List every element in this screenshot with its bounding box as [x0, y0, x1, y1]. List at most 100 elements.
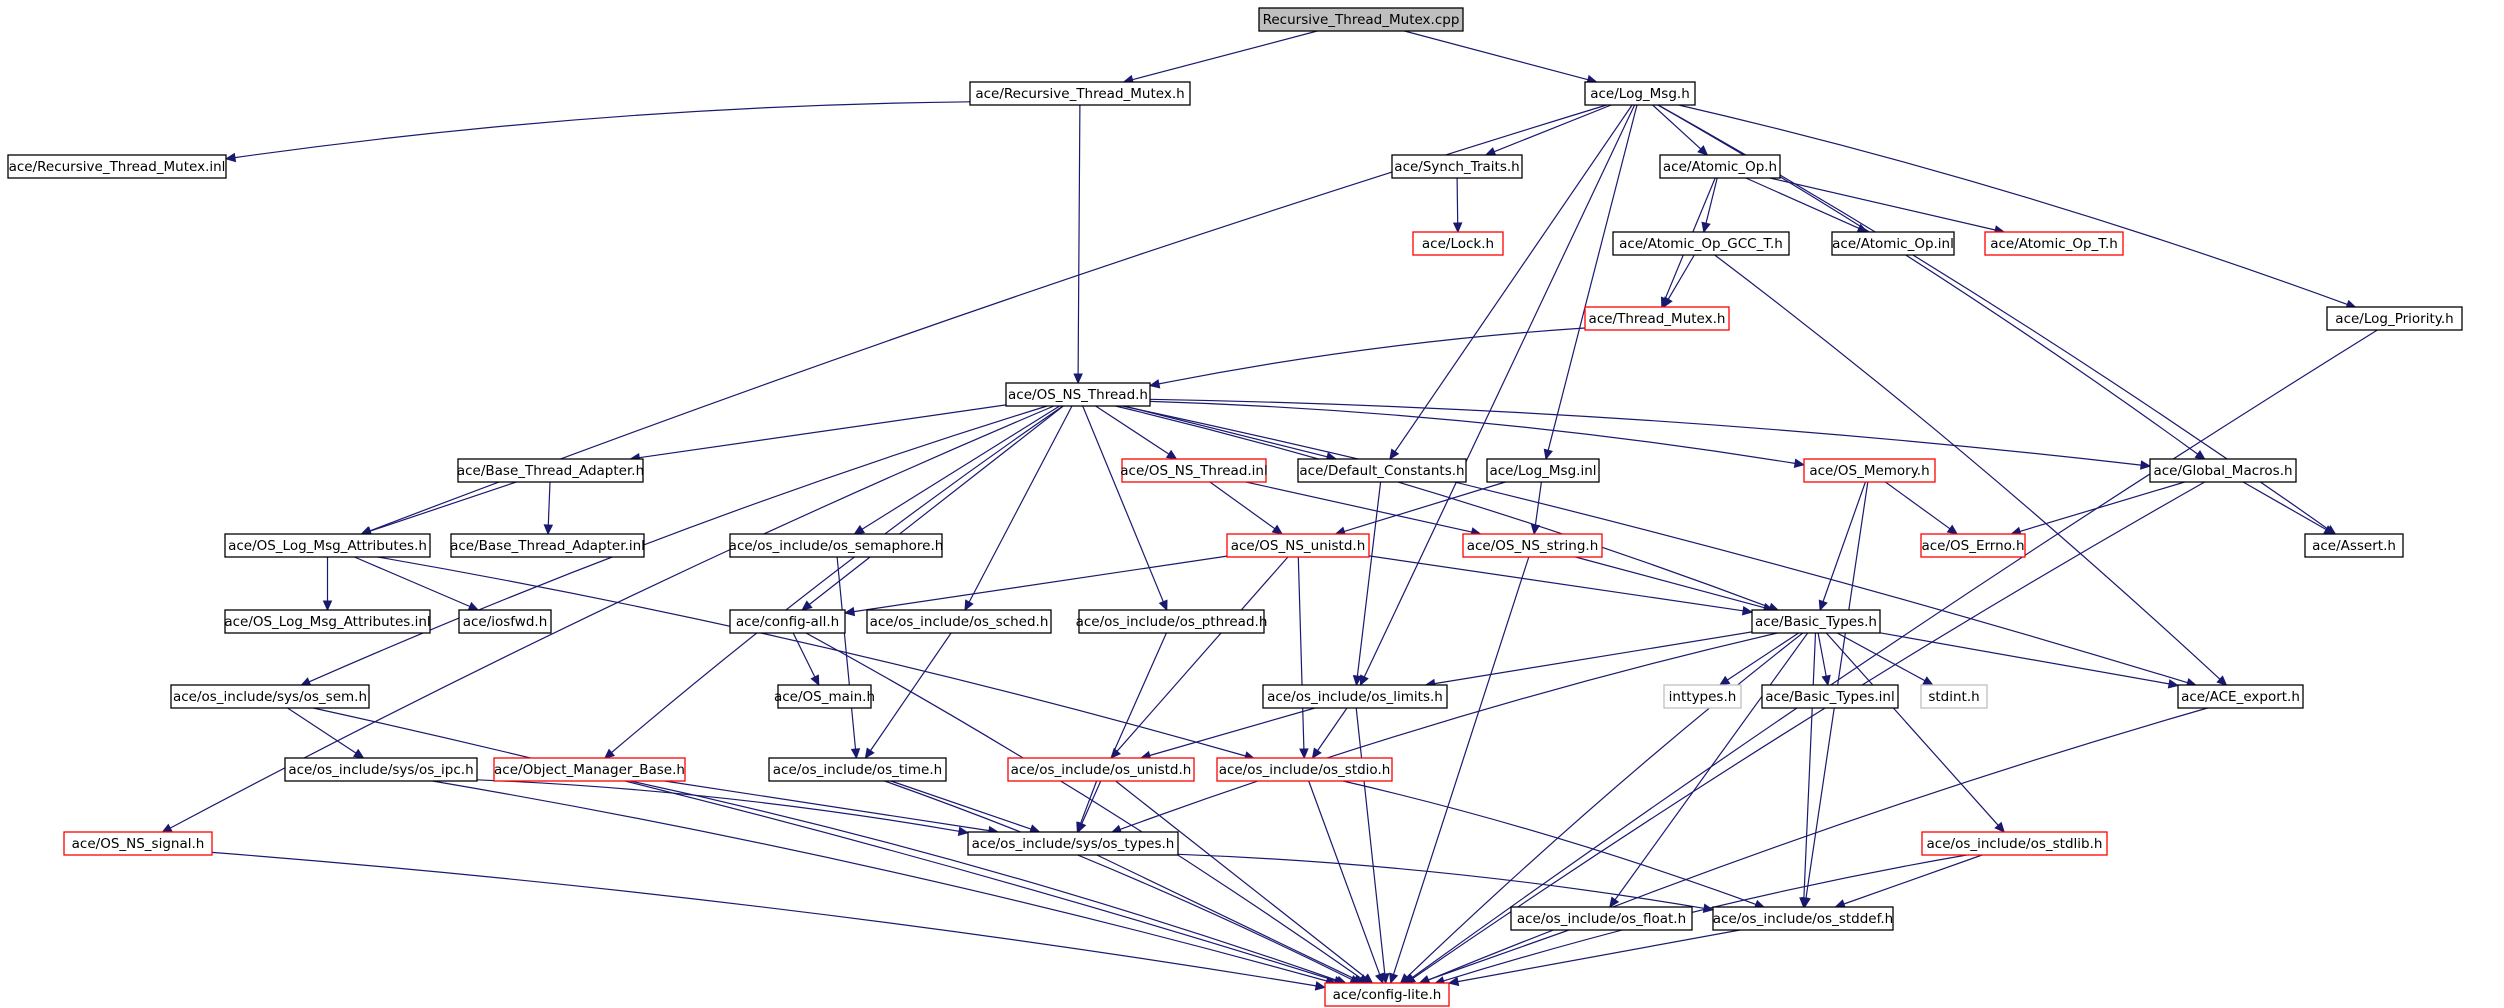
node-os_time[interactable]: ace/os_include/os_time.h — [768, 757, 947, 782]
arrowhead-basic_types-to-os_stdlib — [1994, 821, 2006, 833]
arrowhead-os_log_msg_attr-to-iosfwd — [467, 601, 480, 611]
node-os_ipc[interactable]: ace/os_include/sys/os_ipc.h — [284, 757, 478, 782]
node-os_log_msg_attr[interactable]: ace/OS_Log_Msg_Attributes.h — [224, 533, 431, 558]
node-log_priority[interactable]: ace/Log_Priority.h — [2326, 306, 2463, 331]
node-os_stdlib[interactable]: ace/os_include/os_stdlib.h — [1921, 831, 2108, 856]
node-os_ns_thread[interactable]: ace/OS_NS_Thread.h — [1005, 382, 1151, 407]
node-synch_traits[interactable]: ace/Synch_Traits.h — [1391, 154, 1523, 179]
node-label-thread_mutex: ace/Thread_Mutex.h — [1589, 311, 1726, 327]
node-rtm_h[interactable]: ace/Recursive_Thread_Mutex.h — [969, 81, 1191, 106]
node-global_macros[interactable]: ace/Global_Macros.h — [2149, 458, 2297, 483]
node-config_lite[interactable]: ace/config-lite.h — [1324, 982, 1450, 1007]
node-base_ta[interactable]: ace/Base_Thread_Adapter.h — [457, 458, 644, 483]
node-thread_mutex[interactable]: ace/Thread_Mutex.h — [1584, 306, 1730, 331]
edge-rtm_h-to-rtm_inl — [234, 101, 971, 159]
edge-atomic_op-to-atomic_inl — [1745, 177, 1860, 229]
node-config_all[interactable]: ace/config-all.h — [729, 609, 846, 634]
node-box-os_float — [1510, 906, 1693, 931]
edge-os_ns_unistd-to-config_all — [853, 555, 1228, 613]
node-box-stdint — [1920, 684, 1988, 709]
edge-os_pthread-to-os_types — [1081, 632, 1167, 825]
edge-basic_types-to-inttypes — [1727, 632, 1799, 681]
node-os_memory[interactable]: ace/OS_Memory.h — [1803, 458, 1936, 483]
node-os_ns_signal[interactable]: ace/OS_NS_signal.h — [63, 831, 213, 856]
node-atomic_inl[interactable]: ace/Atomic_Op.inl — [1831, 231, 1955, 256]
edge-os_ns_unistd-to-os_stdio — [1297, 556, 1305, 750]
arrowhead-os_ipc-to-os_types — [957, 826, 970, 836]
node-base_ta_inl[interactable]: ace/Base_Thread_Adapter.inl — [450, 533, 645, 558]
node-os_ns_thread_inl[interactable]: ace/OS_NS_Thread.inl — [1120, 458, 1268, 483]
node-label-os_ipc: ace/os_include/sys/os_ipc.h — [288, 762, 473, 778]
node-box-os_unistd — [1007, 757, 1195, 782]
node-label-root: Recursive_Thread_Mutex.cpp — [1263, 12, 1460, 28]
node-label-os_stdlib: ace/os_include/os_stdlib.h — [1927, 836, 2103, 852]
edge-root-to-rtm_h — [1132, 30, 1318, 81]
node-lock_h[interactable]: ace/Lock.h — [1412, 231, 1504, 256]
node-box-os_types — [967, 831, 1179, 856]
node-label-os_ns_unistd: ace/OS_NS_unistd.h — [1231, 538, 1366, 554]
arrowhead-log_msg_h-to-atomic_op — [1697, 145, 1709, 156]
arrowhead-config_all-to-os_main — [810, 674, 820, 687]
node-os_stdio[interactable]: ace/os_include/os_stdio.h — [1216, 757, 1393, 782]
node-basic_types_inl[interactable]: ace/Basic_Types.inl — [1761, 684, 1899, 709]
arrowhead-rtm_h-to-os_ns_thread — [1073, 373, 1083, 385]
node-os_pthread[interactable]: ace/os_include/os_pthread.h — [1076, 609, 1268, 634]
node-rtm_inl[interactable]: ace/Recursive_Thread_Mutex.inl — [7, 154, 227, 179]
arrowhead-basic_types-to-basic_types_inl — [1821, 674, 1831, 687]
edge-os_ns_string-to-config_lite — [1392, 556, 1530, 975]
node-atomic_op[interactable]: ace/Atomic_Op.h — [1659, 154, 1781, 179]
node-label-synch_traits: ace/Synch_Traits.h — [1394, 159, 1519, 175]
edge-basic_types-to-os_types — [1119, 632, 1778, 830]
node-os_limits[interactable]: ace/os_include/os_limits.h — [1262, 684, 1448, 709]
node-os_sched[interactable]: ace/os_include/os_sched.h — [866, 609, 1052, 634]
node-iosfwd[interactable]: ace/iosfwd.h — [458, 609, 552, 634]
node-root[interactable]: Recursive_Thread_Mutex.cpp — [1258, 7, 1464, 32]
node-os_sem[interactable]: ace/os_include/sys/os_sem.h — [170, 684, 370, 709]
node-os_float[interactable]: ace/os_include/os_float.h — [1510, 906, 1693, 931]
node-basic_types[interactable]: ace/Basic_Types.h — [1751, 609, 1881, 634]
node-box-iosfwd — [458, 609, 552, 634]
node-box-thread_mutex — [1584, 306, 1730, 331]
node-os_stddef[interactable]: ace/os_include/os_stddef.h — [1712, 906, 1894, 931]
edge-os_types-to-os_stddef — [1177, 853, 1705, 909]
arrowhead-log_msg_h-to-log_msg_inl — [1543, 448, 1553, 461]
node-label-atomic_op: ace/Atomic_Op.h — [1663, 159, 1777, 175]
node-os_unistd[interactable]: ace/os_include/os_unistd.h — [1007, 757, 1195, 782]
edge-os_stdio-to-os_stddef — [1342, 780, 1757, 905]
node-os_semaphore[interactable]: ace/os_include/os_semaphore.h — [729, 533, 944, 558]
node-log_msg_inl[interactable]: ace/Log_Msg.inl — [1486, 458, 1600, 483]
node-assert_h[interactable]: ace/Assert.h — [2304, 533, 2404, 558]
node-box-os_errno — [1920, 533, 2026, 558]
node-box-os_semaphore — [729, 533, 943, 558]
node-os_log_msg_attr_inl[interactable]: ace/OS_Log_Msg_Attributes.inl — [224, 609, 431, 634]
node-ace_export[interactable]: ace/ACE_export.h — [2177, 684, 2304, 709]
arrowhead-log_msg_h-to-default_constants — [1389, 448, 1400, 461]
arrowhead-os_ns_string-to-config_lite — [1389, 972, 1399, 985]
arrowhead-log_msg_inl-to-os_ns_string — [1530, 523, 1541, 536]
edge-os_ns_thread-to-obj_mgr_base — [611, 405, 1064, 753]
node-label-os_stdio: ace/os_include/os_stdio.h — [1219, 762, 1391, 778]
node-os_main[interactable]: ace/OS_main.h — [774, 684, 875, 709]
node-os_ns_unistd[interactable]: ace/OS_NS_unistd.h — [1226, 533, 1370, 558]
node-atomic_t[interactable]: ace/Atomic_Op_T.h — [1984, 231, 2124, 256]
node-os_ns_string[interactable]: ace/OS_NS_string.h — [1462, 533, 1603, 558]
edge-os_stddef-to-config_lite — [1457, 929, 1741, 983]
arrowhead-os_unistd-to-os_types — [1076, 821, 1086, 834]
edge-os_ns_thread-to-base_ta — [639, 404, 1007, 459]
node-label-basic_types: ace/Basic_Types.h — [1755, 614, 1877, 630]
node-obj_mgr_base[interactable]: ace/Object_Manager_Base.h — [493, 757, 686, 782]
node-label-os_ns_thread: ace/OS_NS_Thread.h — [1008, 387, 1148, 403]
node-log_msg_h[interactable]: ace/Log_Msg.h — [1584, 81, 1696, 106]
node-inttypes: inttypes.h — [1663, 684, 1742, 709]
node-os_types[interactable]: ace/os_include/sys/os_types.h — [967, 831, 1179, 856]
node-atomic_gcc[interactable]: ace/Atomic_Op_GCC_T.h — [1612, 231, 1790, 256]
node-default_constants[interactable]: ace/Default_Constants.h — [1297, 458, 1467, 483]
edge-global_macros-to-config_lite — [1412, 481, 2205, 979]
node-label-atomic_inl: ace/Atomic_Op.inl — [1832, 236, 1954, 252]
node-label-os_log_msg_attr: ace/OS_Log_Msg_Attributes.h — [228, 538, 427, 554]
edge-config_all-to-config_lite — [805, 632, 1362, 979]
node-os_errno[interactable]: ace/OS_Errno.h — [1920, 533, 2026, 558]
edge-ace_export-to-config_lite — [1428, 707, 2208, 981]
edge-os_sem-to-config_lite — [312, 707, 1336, 982]
edge-basic_types-to-os_stdlib — [1825, 632, 1999, 826]
